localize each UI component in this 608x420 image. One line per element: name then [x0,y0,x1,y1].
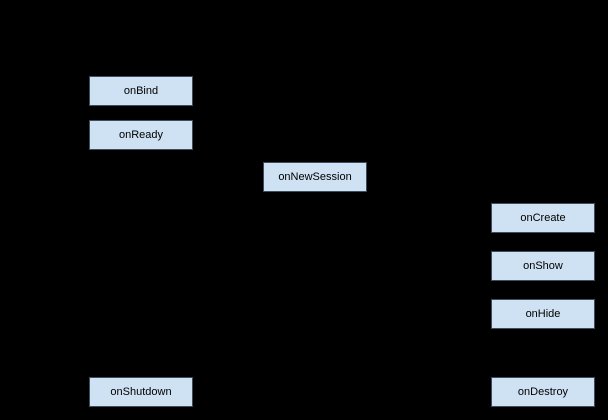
node-onshow-label: onShow [523,259,563,272]
node-onready: onReady [89,120,193,150]
node-onshow: onShow [491,251,595,281]
node-onshutdown-label: onShutdown [110,385,172,398]
node-onready-label: onReady [118,128,164,141]
node-onnewsession: onNewSession [263,162,367,192]
node-onbind-label: onBind [123,84,159,97]
node-onbind: onBind [89,76,193,106]
node-ondestroy: onDestroy [491,377,595,407]
node-oncreate: onCreate [491,203,595,233]
node-onshutdown: onShutdown [89,377,193,407]
node-onnewsession-label: onNewSession [278,170,352,183]
node-ondestroy-label: onDestroy [517,385,569,398]
node-oncreate-label: onCreate [520,211,566,224]
node-onhide: onHide [491,299,595,329]
node-onhide-label: onHide [525,307,561,320]
